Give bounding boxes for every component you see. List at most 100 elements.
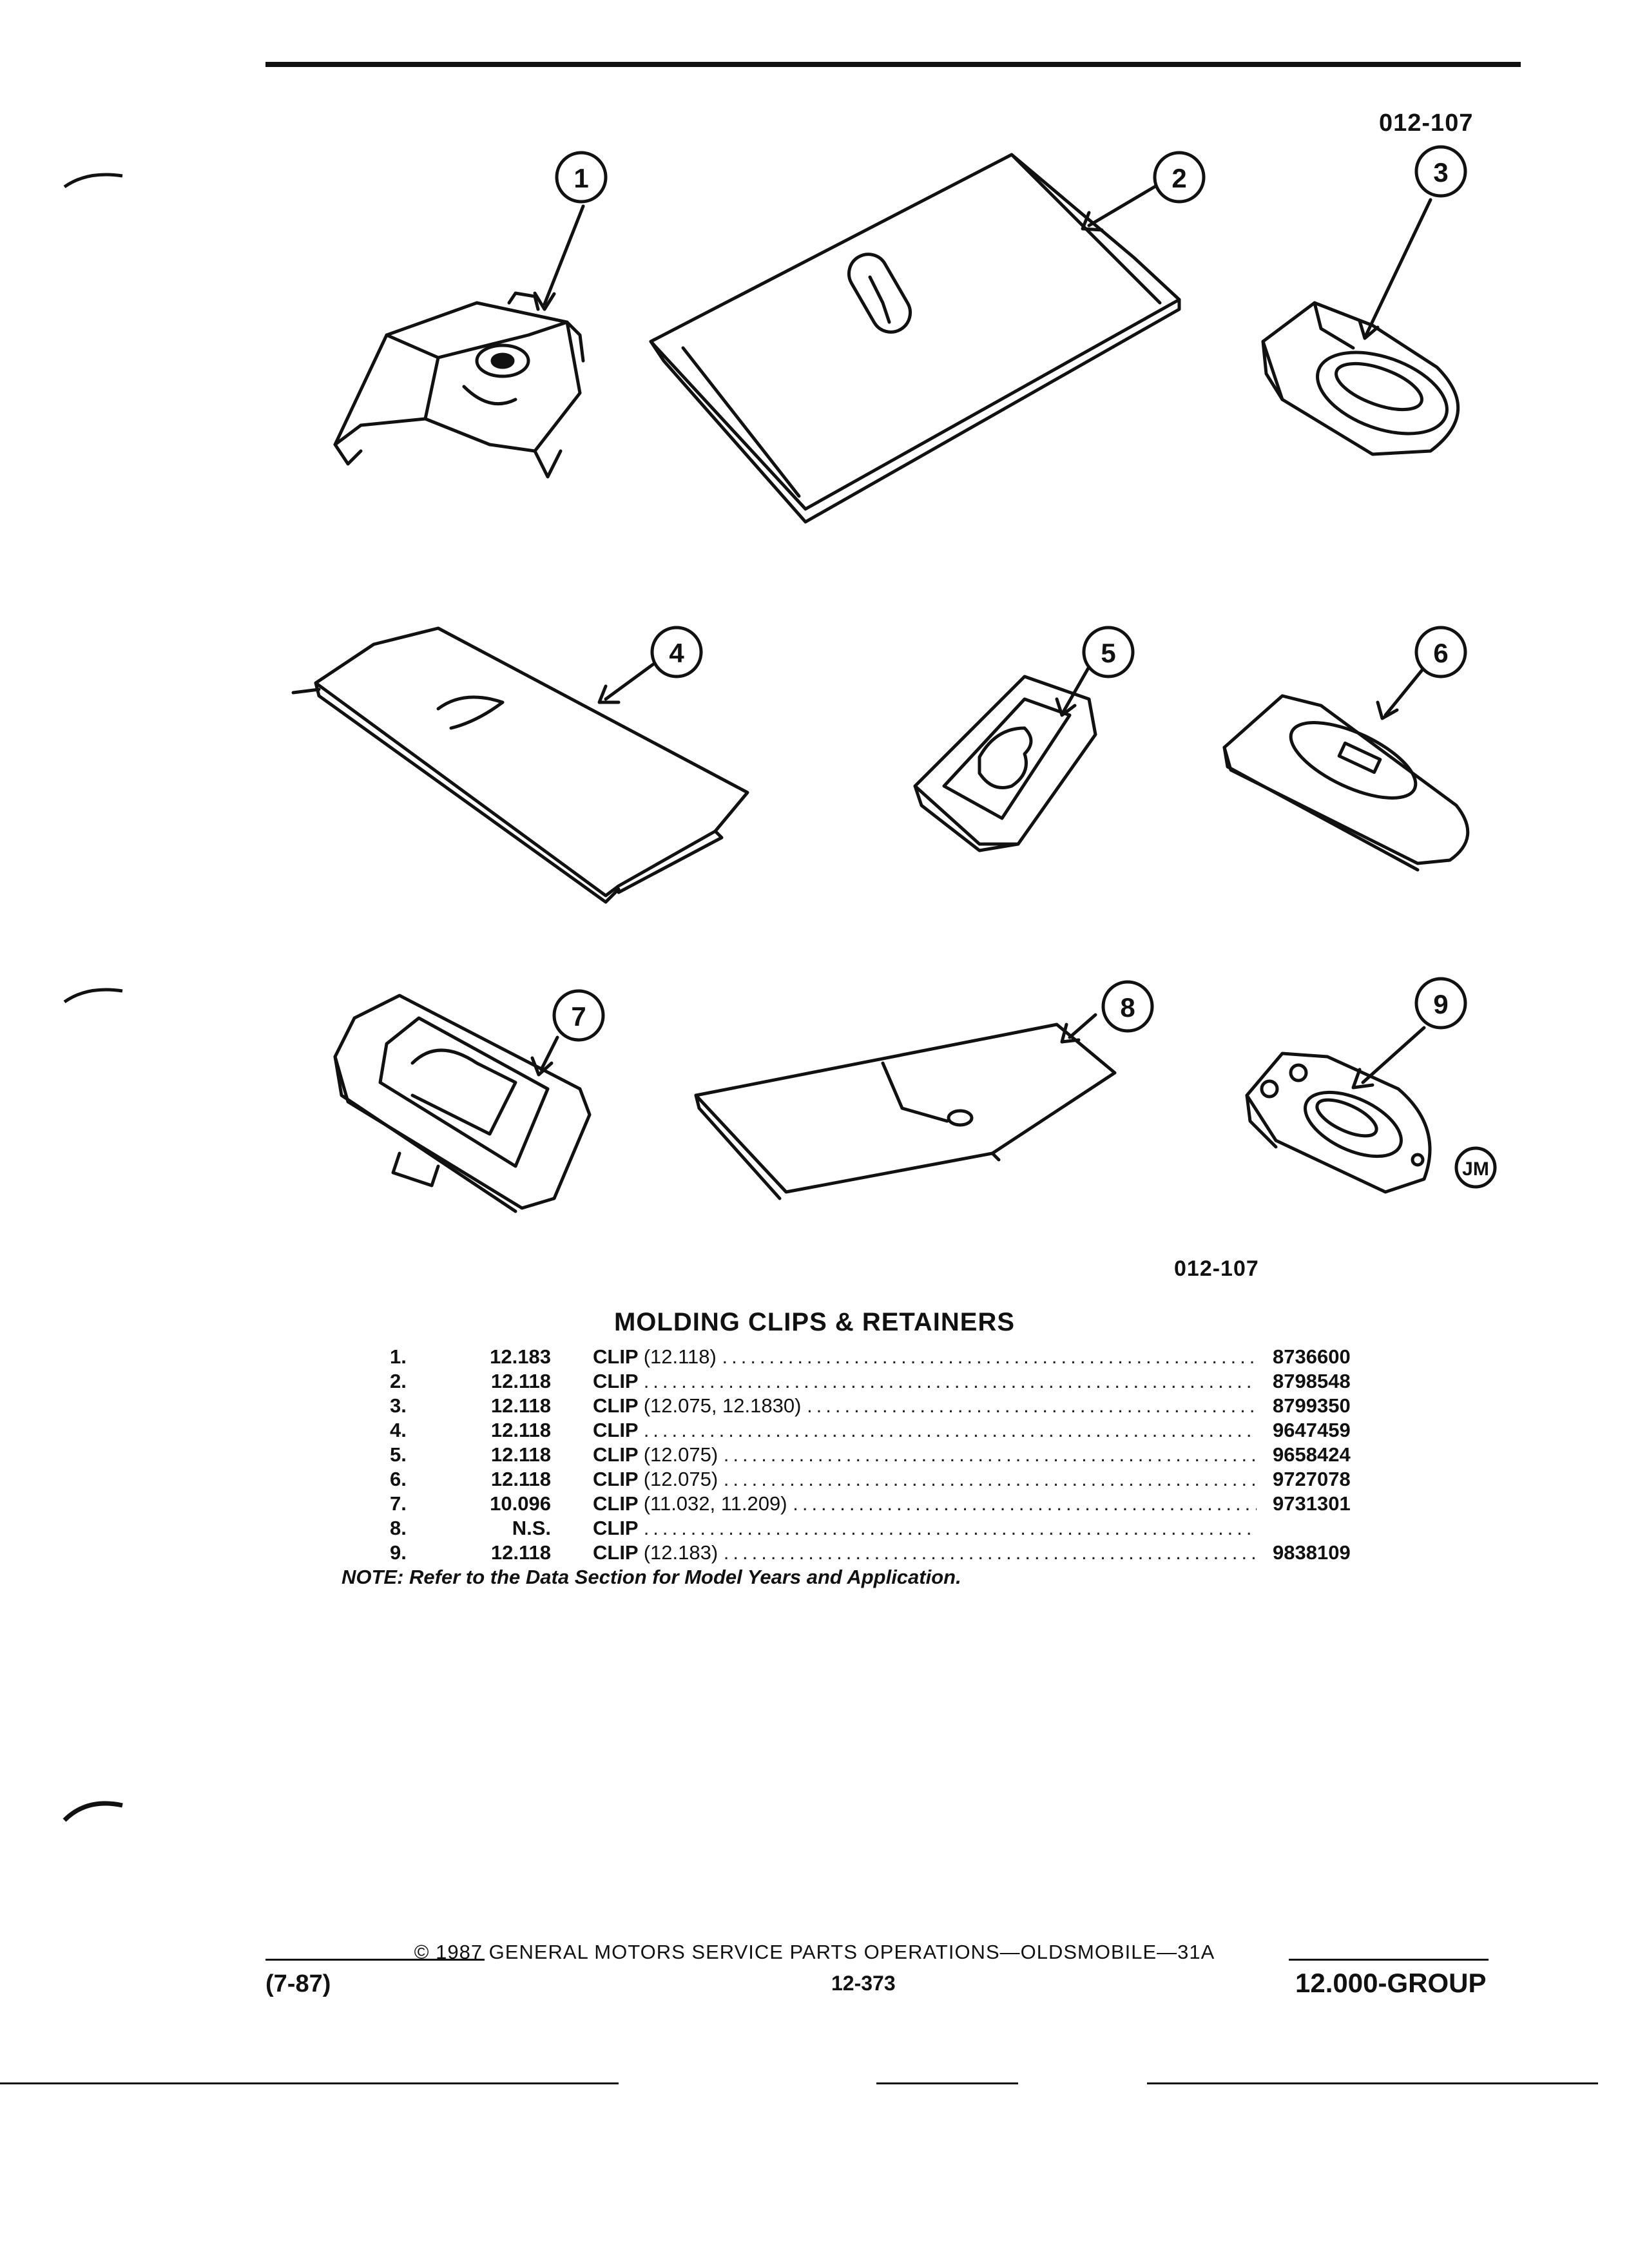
leader-dots: ........................................…: [793, 1492, 1257, 1515]
part-name: CLIP: [593, 1370, 639, 1392]
part-group-number: 10.096: [490, 1492, 551, 1515]
parts-list-row: 9. 12.118 CLIP (12.183) ..................…: [354, 1541, 1385, 1566]
figure-code-top: 012-107: [1379, 110, 1474, 137]
leader-dots: ........................................…: [643, 1370, 1257, 1392]
callout-circles: [552, 145, 1497, 1189]
part-number: 9838109: [1273, 1541, 1351, 1564]
callout-4-label: 4: [669, 638, 684, 668]
part-group-number: 12.118: [490, 1394, 551, 1417]
footer-page-number: 12-373: [831, 1972, 896, 1995]
part-index: 3.: [390, 1394, 407, 1417]
part-index: 6.: [390, 1468, 407, 1490]
part-group-number: 12.118: [490, 1370, 551, 1392]
part-index: 8.: [390, 1517, 407, 1539]
part-group-number: 12.118: [490, 1468, 551, 1490]
parts-list-row: 2. 12.118 CLIP ...........................…: [354, 1370, 1385, 1394]
callout-5-label: 5: [1101, 638, 1115, 668]
part-3-clip-drawing: [1261, 301, 1460, 456]
footer-rule-right: [1289, 1959, 1489, 1961]
part-group-number: 12.118: [490, 1443, 551, 1466]
part-description: CLIP (12.183) ..........................…: [593, 1541, 1257, 1564]
part-name: CLIP: [593, 1345, 639, 1368]
callout-8-circle: [1101, 980, 1154, 1033]
part-name: CLIP: [593, 1419, 639, 1441]
part-number: 8736600: [1273, 1345, 1351, 1368]
callout-9-circle: [1414, 977, 1467, 1030]
page-bottom-rule-mid: [876, 2082, 1018, 2084]
illustrator-mark: JM: [1462, 1158, 1489, 1180]
callout-1-circle: [555, 151, 608, 204]
part-9-clip-drawing: [1245, 1052, 1432, 1194]
parts-list-row: 5. 12.118 CLIP (12.075) ..................…: [354, 1443, 1385, 1468]
leader-dots: ........................................…: [722, 1345, 1257, 1368]
callout-7-circle: [552, 989, 605, 1042]
callout-6-label: 6: [1433, 638, 1448, 668]
callout-9-label: 9: [1433, 989, 1448, 1019]
part-description: CLIP (12.075, 12.1830) .................…: [593, 1394, 1257, 1418]
callout-leaders: [530, 182, 1432, 1090]
callout-8-label: 8: [1120, 992, 1135, 1023]
callout-3-circle: [1414, 145, 1467, 198]
parts-list-row: 6. 12.118 CLIP (12.075) ..................…: [354, 1468, 1385, 1492]
part-group-number: N.S.: [512, 1517, 551, 1539]
part-cross-reference: (12.075): [643, 1468, 718, 1490]
part-number: 9658424: [1273, 1443, 1351, 1466]
part-name: CLIP: [593, 1394, 639, 1417]
parts-list-row: 7. 10.096 CLIP (11.032, 11.209) ..........…: [354, 1492, 1385, 1517]
part-cross-reference: (12.183): [643, 1541, 718, 1564]
part-1-clip-drawing: [333, 291, 585, 479]
parts-list-row: 8. N.S. CLIP .............................…: [354, 1517, 1385, 1541]
header-rule: [265, 62, 1521, 67]
part-8-clip-drawing: [694, 1023, 1117, 1200]
part-name: CLIP: [593, 1517, 639, 1539]
part-group-number: 12.118: [490, 1541, 551, 1564]
part-description: CLIP ...................................…: [593, 1419, 1257, 1442]
footer-copyright: © 1987 GENERAL MOTORS SERVICE PARTS OPER…: [414, 1941, 1215, 1963]
leader-dots: ........................................…: [723, 1468, 1257, 1490]
footer-rule-left: [265, 1959, 485, 1961]
part-cross-reference: (11.032, 11.209): [643, 1492, 787, 1515]
part-5-clip-drawing: [913, 675, 1097, 852]
part-name: CLIP: [593, 1492, 639, 1515]
part-index: 9.: [390, 1541, 407, 1564]
part-number: 8798548: [1273, 1370, 1351, 1392]
leader-dots: ........................................…: [723, 1443, 1257, 1466]
part-number: 9647459: [1273, 1419, 1351, 1441]
part-group-number: 12.183: [490, 1345, 551, 1368]
part-description: CLIP (12.118) ..........................…: [593, 1345, 1257, 1369]
part-number: 9727078: [1273, 1468, 1351, 1490]
section-title: MOLDING CLIPS & RETAINERS: [613, 1308, 1016, 1336]
part-description: CLIP (11.032, 11.209) ..................…: [593, 1492, 1257, 1515]
leader-dots: ........................................…: [643, 1419, 1257, 1441]
parts-list-row: 3. 12.118 CLIP (12.075, 12.1830) .........…: [354, 1394, 1385, 1419]
callout-1-label: 1: [574, 163, 588, 193]
binder-mark-1: [63, 173, 123, 189]
part-number: 8799350: [1273, 1394, 1351, 1417]
callout-2-circle: [1153, 151, 1206, 204]
parts-illustration: 1 2 3 4 5 6 7 8 9 JM: [291, 145, 1497, 1213]
leader-dots: ........................................…: [723, 1541, 1257, 1564]
part-index: 7.: [390, 1492, 407, 1515]
part-name: CLIP: [593, 1541, 639, 1564]
part-name: CLIP: [593, 1443, 639, 1466]
page-bottom-rule: [0, 2082, 619, 2084]
part-7-clip-drawing: [333, 994, 592, 1213]
part-cross-reference: (12.075, 12.1830): [643, 1394, 802, 1417]
footer-date-code: (7-87): [265, 1970, 331, 1997]
callout-2-label: 2: [1171, 163, 1186, 193]
parts-list-row: 1. 12.183 CLIP (12.118) ..................…: [354, 1345, 1385, 1370]
leader-dots: ........................................…: [807, 1394, 1257, 1417]
leader-dots: ........................................…: [643, 1517, 1257, 1539]
part-description: CLIP (12.075) ..........................…: [593, 1468, 1257, 1491]
callout-4-circle: [650, 626, 703, 678]
application-note: NOTE: Refer to the Data Section for Mode…: [342, 1566, 961, 1588]
part-index: 1.: [390, 1345, 407, 1368]
part-cross-reference: (12.075): [643, 1443, 718, 1466]
part-index: 2.: [390, 1370, 407, 1392]
illustrator-mark-circle: [1454, 1146, 1497, 1189]
part-index: 5.: [390, 1443, 407, 1466]
part-4-clip-drawing: [291, 626, 749, 904]
part-number: 9731301: [1273, 1492, 1351, 1515]
part-description: CLIP ...................................…: [593, 1370, 1257, 1393]
